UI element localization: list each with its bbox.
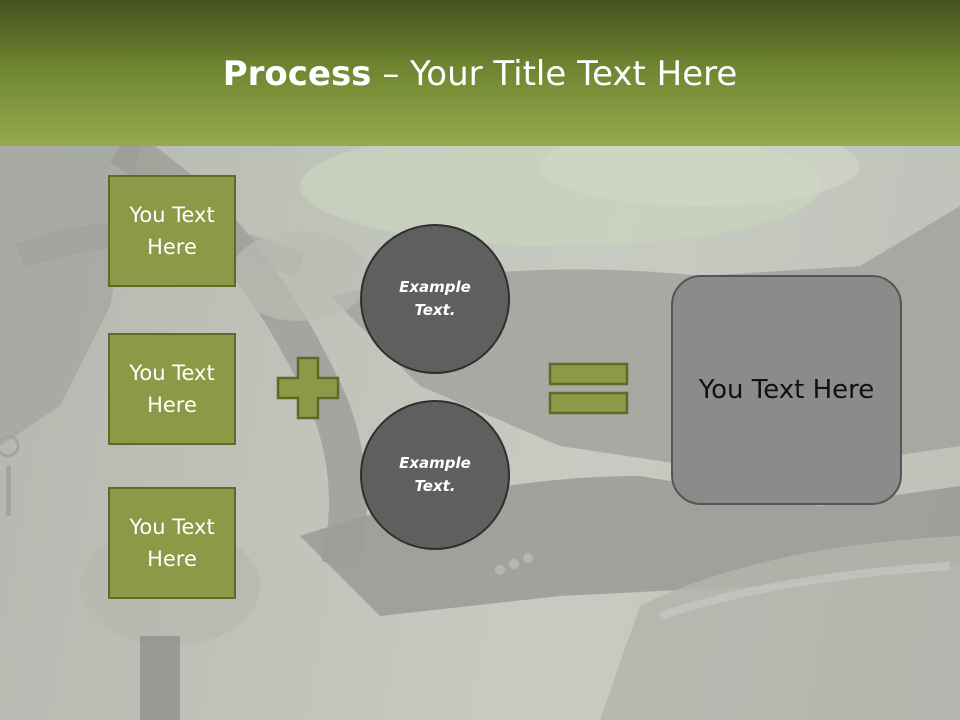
example-circle-1-label: Example Text. <box>399 278 471 319</box>
text-box-3[interactable]: You Text Here <box>108 487 236 599</box>
title-bold: Process <box>222 54 372 94</box>
result-box[interactable]: You Text Here <box>671 275 902 505</box>
example-circle-2[interactable]: Example Text. <box>360 400 510 550</box>
plus-icon[interactable] <box>276 356 340 420</box>
title-rest: – Your Title Text Here <box>371 54 738 94</box>
title-bar: Process – Your Title Text Here <box>0 0 960 146</box>
text-box-1-label: You Text Here <box>129 203 215 259</box>
text-box-3-label: You Text Here <box>129 515 215 571</box>
result-box-label: You Text Here <box>698 375 875 405</box>
example-circle-1[interactable]: Example Text. <box>360 224 510 374</box>
example-circle-2-label: Example Text. <box>399 454 471 495</box>
text-box-2-label: You Text Here <box>129 361 215 417</box>
text-box-2[interactable]: You Text Here <box>108 333 236 445</box>
slide-title[interactable]: Process – Your Title Text Here <box>0 52 960 96</box>
equals-icon[interactable] <box>548 362 630 416</box>
text-box-1[interactable]: You Text Here <box>108 175 236 287</box>
